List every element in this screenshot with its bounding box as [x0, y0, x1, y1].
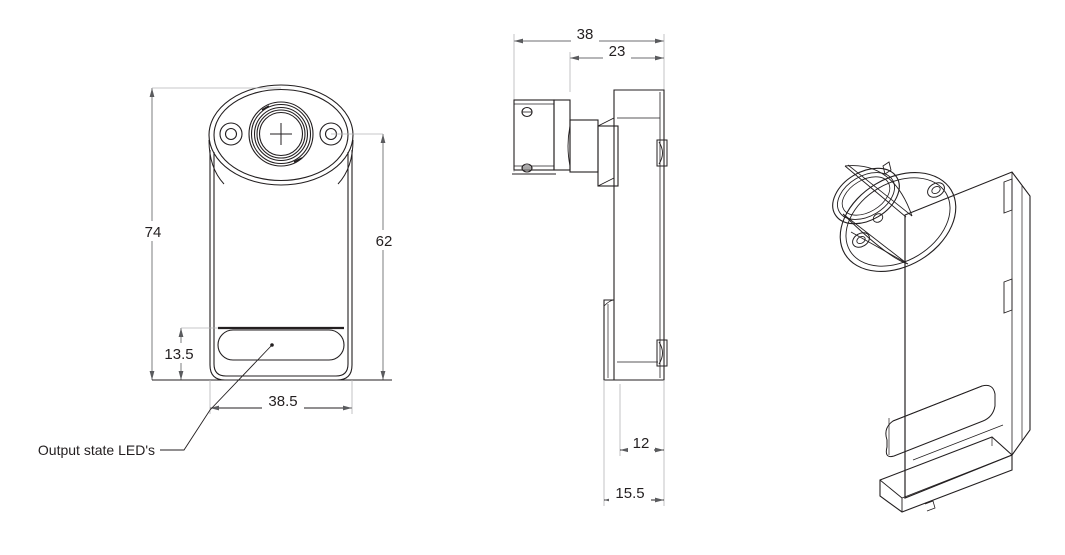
iso-barrel-detail-hole — [872, 213, 884, 223]
iso-mounting-hole-lower — [852, 232, 870, 248]
side-clip-upper — [656, 139, 668, 167]
side-view: 38 23 — [512, 26, 668, 506]
dim-label-23: 23 — [609, 43, 626, 60]
isometric-view — [832, 161, 1031, 513]
dim-label-38-5: 38.5 — [268, 393, 297, 410]
front-view: 74 62 13.5 38.5 — [38, 84, 397, 458]
front-sensor-head — [208, 84, 354, 186]
front-lens-center-mark — [270, 123, 292, 145]
front-mounting-hole-left — [219, 122, 243, 146]
iso-mounting-hole-upper — [927, 182, 945, 198]
front-led-callout: Output state LED's — [38, 343, 274, 458]
iso-clip-lower — [1003, 278, 1013, 314]
dim-side-depth-body: 23 — [569, 43, 664, 92]
dim-label-13-5: 13.5 — [164, 346, 193, 363]
iso-clip-upper — [1003, 178, 1013, 214]
dim-front-led-slot-height: 13.5 — [157, 327, 218, 380]
front-lens-knurl-marks — [261, 105, 303, 163]
side-clip-lower — [656, 339, 668, 367]
dim-label-74: 74 — [145, 224, 162, 241]
iso-led-slot — [885, 384, 996, 458]
iso-housing-edge-lines — [888, 418, 1004, 461]
led-callout-label: Output state LED's — [38, 442, 155, 458]
dim-front-width-overall: 38.5 — [209, 380, 353, 414]
led-callout-leader-line — [160, 344, 273, 451]
iso-foot — [879, 436, 1013, 513]
side-foot-bracket — [603, 299, 658, 381]
dim-side-foot-inner: 12 — [620, 435, 664, 453]
front-lens-rings — [248, 101, 314, 167]
dim-label-12: 12 — [633, 435, 650, 452]
front-led-slot — [217, 326, 345, 361]
side-lower-extension-lines — [603, 380, 665, 506]
dim-side-foot-outer: 15.5 — [604, 485, 664, 503]
iso-lens-barrel — [832, 164, 913, 265]
dim-label-62: 62 — [376, 233, 393, 250]
dim-label-38: 38 — [577, 26, 594, 43]
dim-front-height-lens-center: 62 — [331, 133, 397, 381]
iso-barrel-key-tab — [882, 161, 892, 175]
dim-label-15-5: 15.5 — [615, 485, 644, 502]
